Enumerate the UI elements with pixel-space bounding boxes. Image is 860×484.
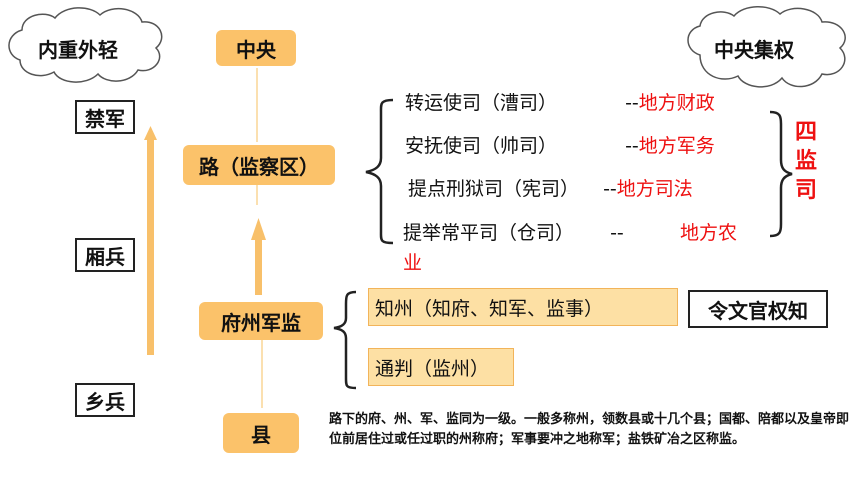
center-arrow-head (251, 218, 266, 240)
civil-official-label: 令文官权知 (688, 290, 828, 328)
lu-office-2-name: 安抚使司（帅司） (405, 135, 558, 157)
lu-office-4: 提举常平司（仓司） -- (403, 218, 624, 245)
rank-jinjun: 禁军 (75, 100, 135, 134)
lu-office-4-name: 提举常平司（仓司） (403, 222, 575, 244)
lu-office-2-role: 地方军务 (638, 135, 715, 157)
lu-office-1-dash: -- (625, 92, 639, 114)
lu-office-2: 安抚使司（帅司） --地方军务 (405, 131, 715, 158)
lu-office-1-name: 转运使司（漕司） (405, 92, 558, 114)
center-arrow-shaft (255, 240, 262, 295)
rank-xiangbing: 厢兵 (75, 238, 135, 272)
lu-office-2-dash: -- (625, 135, 639, 157)
lu-office-3: 提点刑狱司（宪司） --地方司法 (408, 174, 693, 201)
lu-office-4-dash: -- (610, 222, 624, 244)
right-bracket (769, 110, 793, 238)
county-box: 县 (223, 413, 299, 453)
right-cloud-shape (687, 6, 846, 88)
lu-office-4-role: 地方农业 (403, 222, 738, 274)
left-cloud-shape (8, 7, 163, 83)
right-cloud-label: 中央集权 (714, 38, 794, 62)
fuzhou-box: 府州军监 (199, 302, 323, 340)
lu-office-3-name: 提点刑狱司（宪司） (408, 178, 580, 200)
lu-office-3-dash: -- (603, 178, 617, 200)
left-arrow-head (144, 126, 157, 140)
lu-office-1: 转运使司（漕司） --地方财政 (405, 88, 715, 115)
left-arrow-shaft (147, 140, 154, 355)
explanatory-note: 路下的府、州、军、监同为一级。一般多称州，领数县或十几个县；国都、陪都以及皇帝即… (329, 412, 850, 447)
left-cloud-label: 内重外轻 (38, 38, 118, 62)
rank-xiangbing-village: 乡兵 (75, 383, 135, 417)
lu-bracket (365, 98, 394, 245)
fuzhou-bracket (333, 290, 357, 390)
lu-office-1-role: 地方财政 (638, 92, 715, 114)
lu-office-3-role: 地方司法 (616, 178, 693, 200)
lu-box: 路（监察区） (183, 145, 335, 185)
tongpan-box: 通判（监州） (368, 348, 514, 386)
zhizhou-box: 知州（知府、知军、监事） (368, 288, 678, 326)
side-label-four-supervisors: 四监司 (795, 120, 818, 203)
central-box: 中央 (216, 30, 296, 66)
